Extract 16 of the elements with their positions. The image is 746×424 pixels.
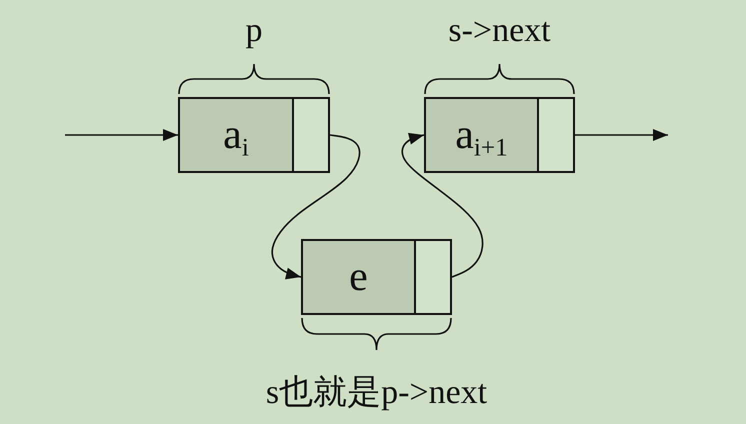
data-field <box>301 239 416 315</box>
arrow <box>401 132 484 278</box>
pointer-field <box>414 239 452 315</box>
variable-label: s也就是p->next <box>266 376 488 410</box>
data-value: a$_{i}$ <box>223 114 249 156</box>
pointer-field <box>537 97 575 173</box>
variable-label: p <box>246 14 262 48</box>
arrow <box>271 134 360 280</box>
arrow <box>575 129 668 141</box>
data-value: a$_{i+1}$ <box>455 114 508 156</box>
variable-label: s->next <box>448 14 551 48</box>
data-value: e <box>349 256 368 298</box>
arrow <box>65 129 178 141</box>
data-field <box>424 97 539 173</box>
data-field <box>178 97 294 173</box>
pointer-field <box>292 97 330 173</box>
